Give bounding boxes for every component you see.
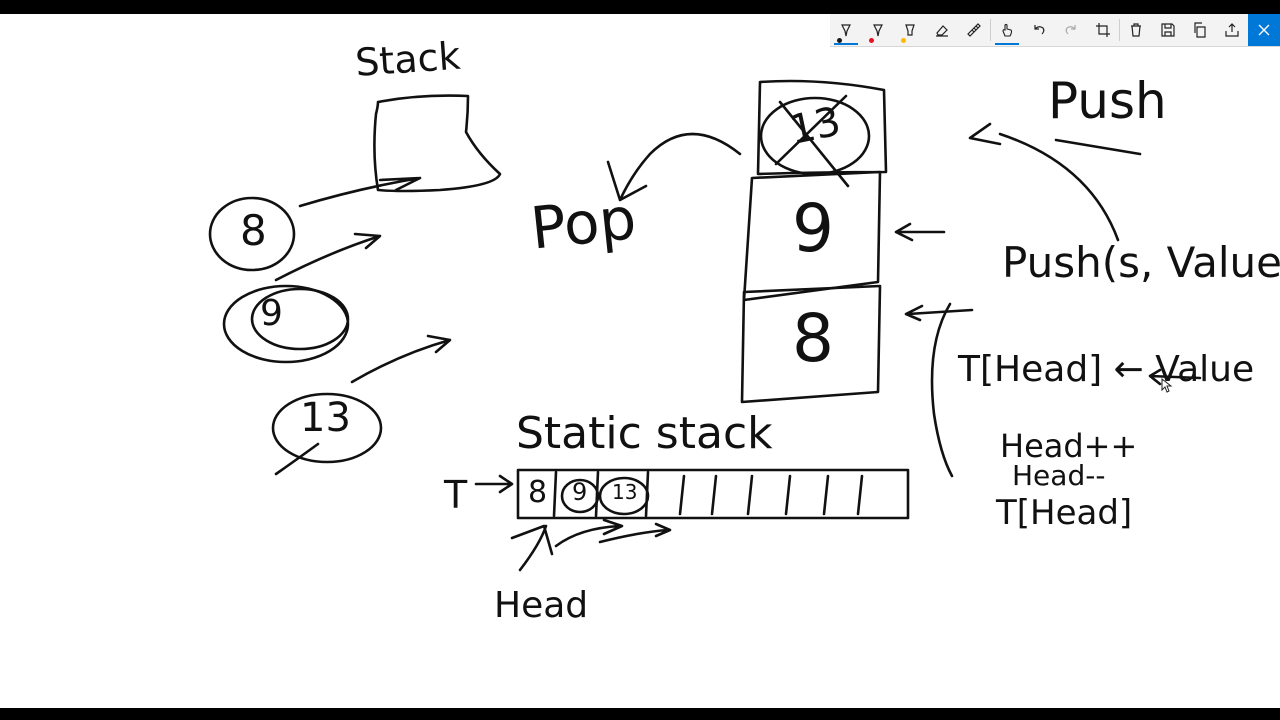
close-icon (1258, 24, 1270, 36)
stack-cell-9-value: 9 (792, 190, 834, 267)
red-pen-button[interactable] (862, 14, 894, 46)
t-arrow (474, 474, 514, 494)
head-increment-label: Head++ (1000, 427, 1138, 465)
bubble-9-inner-outline (250, 287, 350, 351)
static-stack-label: Static stack (516, 408, 773, 459)
head-decrement-label: Head-- (1012, 459, 1106, 492)
ink-toolbar (830, 14, 1280, 47)
mouse-cursor-icon (1161, 378, 1173, 393)
code-bracket (930, 302, 954, 478)
array-cell-8-value: 8 (528, 475, 548, 510)
delete-button[interactable] (1120, 14, 1152, 46)
share-button[interactable] (1216, 14, 1248, 46)
eraser-button[interactable] (926, 14, 958, 46)
save-icon (1161, 23, 1175, 37)
highlighter-button[interactable] (894, 14, 926, 46)
array-cell-9-value: 9 (572, 478, 588, 506)
bubble-13-outline (271, 392, 383, 464)
stack-cell-bottom (740, 284, 882, 404)
highlighter-icon (905, 24, 915, 36)
stack-cell-middle (742, 170, 882, 302)
bubble-13-value: 13 (300, 395, 351, 441)
push-arrow (968, 122, 1120, 242)
cell-13-cross (774, 94, 850, 188)
pop-label: Pop (527, 184, 640, 263)
pen-icon (873, 24, 883, 37)
ruler-icon (967, 23, 981, 37)
whiteboard-canvas[interactable] (0, 14, 1280, 708)
pen-color-indicator (869, 38, 874, 43)
array-cell-13-circle (598, 476, 650, 516)
undo-icon (1034, 25, 1045, 35)
bubble-8-value: 8 (240, 206, 267, 255)
undo-button[interactable] (1023, 14, 1055, 46)
save-button[interactable] (1152, 14, 1184, 46)
touch-hand-icon (1002, 23, 1013, 37)
crop-button[interactable] (1087, 14, 1119, 46)
pop-arrow (606, 132, 742, 202)
trash-icon (1131, 23, 1141, 37)
toolbar-divider (1119, 19, 1120, 41)
pen-color-indicator (837, 38, 842, 43)
stack-bucket-sketch (373, 94, 502, 193)
eraser-icon (936, 25, 948, 37)
top-frame-bar (0, 0, 1280, 14)
touch-writing-button[interactable] (991, 14, 1023, 46)
arrow-bubble-13 (350, 334, 452, 384)
close-button[interactable] (1248, 14, 1280, 46)
static-array-outline (516, 468, 910, 520)
push-call-label: Push(s, Value) (1002, 238, 1280, 287)
arrow-to-cell-8 (904, 304, 974, 322)
ballpoint-pen-button[interactable] (830, 14, 862, 46)
copy-icon (1194, 22, 1206, 38)
t-head-label: T[Head] (996, 493, 1133, 533)
bottom-frame-bar (0, 708, 1280, 720)
array-t-label: T (444, 473, 468, 517)
redo-icon (1065, 25, 1076, 35)
assign-arrow (1148, 368, 1202, 386)
copy-button[interactable] (1184, 14, 1216, 46)
ruler-button[interactable] (958, 14, 990, 46)
arrow-bubble-9 (274, 232, 382, 282)
arrow-into-13 (274, 442, 320, 476)
push-title-label: Push (1048, 72, 1167, 130)
crop-icon (1096, 23, 1110, 37)
stack-cell-13-value: 13 (785, 98, 845, 155)
stack-cell-top (756, 79, 888, 176)
pen-color-indicator (901, 38, 906, 43)
bubble-9-outline (222, 284, 350, 364)
arrow-to-cell-9 (894, 222, 946, 242)
head-arrows (510, 518, 672, 572)
redo-button[interactable] (1055, 14, 1087, 46)
assign-statement: T[Head] ← Value (958, 349, 1255, 390)
push-underline (1054, 138, 1142, 156)
static-array-dividers (552, 470, 864, 518)
ballpoint-pen-icon (841, 24, 851, 37)
toolbar-divider (990, 19, 991, 41)
share-icon (1225, 23, 1239, 37)
bubble-8-outline (208, 196, 296, 272)
stack-cell-8-value: 8 (792, 300, 834, 377)
bubble-9-value: 9 (260, 293, 283, 334)
array-cell-9-circle (560, 478, 600, 514)
head-pointer-label: Head (494, 585, 589, 626)
arrow-bubble-8 (298, 176, 422, 208)
array-cell-13-value: 13 (612, 480, 638, 504)
stack-title-label: Stack (353, 33, 462, 85)
